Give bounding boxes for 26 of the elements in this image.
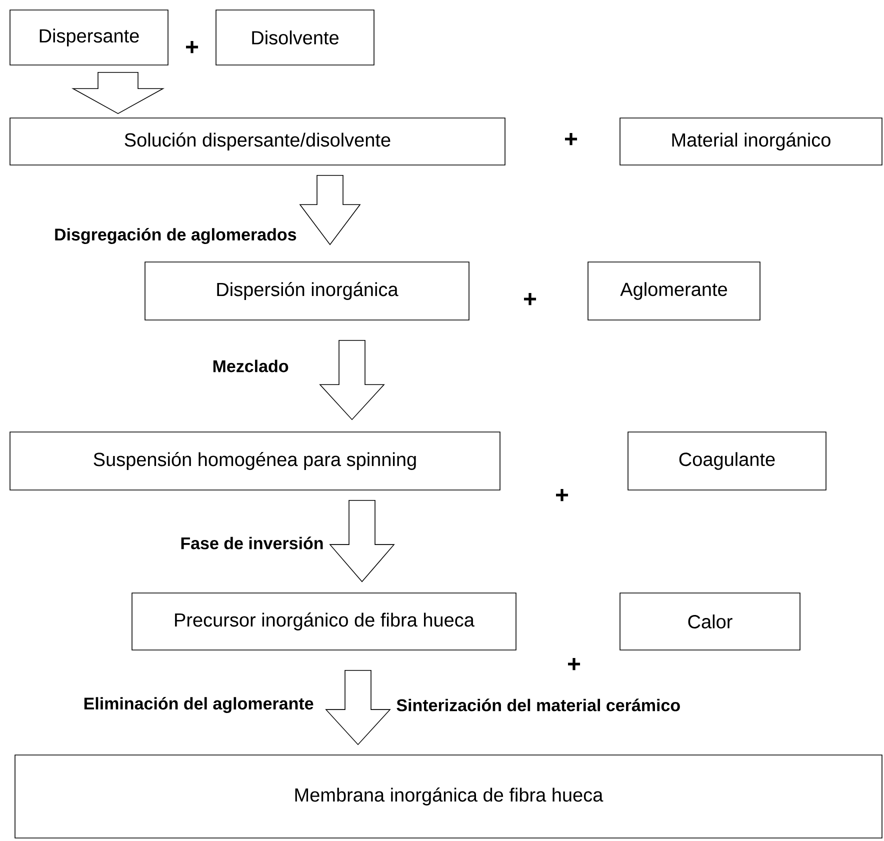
plus-sign: + [565, 132, 578, 146]
edge-label: Fase de inversión [181, 536, 323, 550]
process-box: Precursor inorgánico de fibra hueca [132, 592, 516, 650]
plus-sign: + [568, 658, 580, 670]
process-box: Dispersión inorgánica [144, 262, 470, 320]
plus-sign: + [524, 292, 536, 306]
process-box: Material inorgánico [620, 118, 882, 166]
plus-sign: + [186, 40, 198, 54]
hollow-arrow [299, 174, 361, 246]
hollow-arrow [325, 670, 391, 746]
process-box: Suspensión homogénea para spinning [10, 432, 500, 490]
process-box: Dispersante [10, 10, 168, 66]
process-box: Solución dispersante/disolvente [10, 118, 506, 166]
step-label: Sinterización del material cerámico [396, 698, 680, 712]
edge-label: Eliminación del aglomerante [84, 696, 314, 714]
edge-label: Mezclado [213, 360, 288, 372]
process-box: Membrana inorgánica de fibra hueca [14, 754, 882, 838]
hollow-arrow [329, 500, 395, 582]
process-box: Disolvente [216, 10, 374, 66]
plus-sign: + [556, 488, 568, 502]
process-box: Coagulante [628, 432, 826, 490]
edge-label: Disgregación de aglomerados [55, 228, 296, 244]
hollow-arrow [71, 72, 165, 114]
process-box: Calor [620, 592, 800, 650]
process-box: Aglomerante [588, 262, 760, 320]
hollow-arrow [319, 340, 385, 420]
